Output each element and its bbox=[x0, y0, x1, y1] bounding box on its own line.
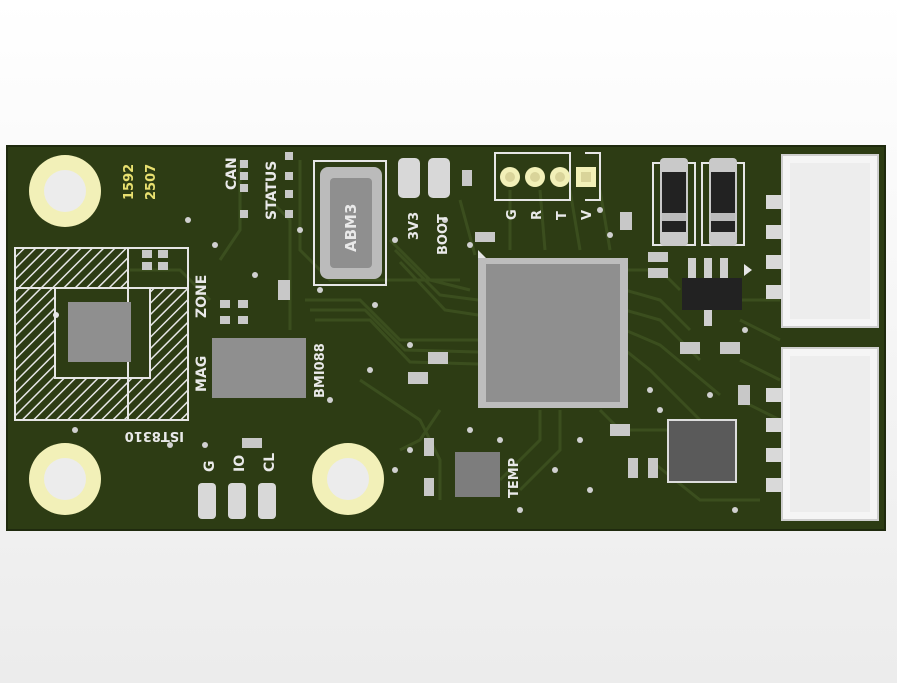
bmi088-chip bbox=[212, 338, 306, 398]
board-id-2: 2507 bbox=[144, 164, 159, 200]
pin-t-label: T bbox=[555, 211, 570, 220]
connector-bottom bbox=[766, 347, 879, 521]
diode-pair bbox=[652, 158, 745, 246]
v33-label: 3V3 bbox=[407, 212, 422, 240]
connector-top bbox=[766, 154, 879, 328]
passive-components bbox=[142, 152, 750, 496]
board-id-1: 1592 bbox=[122, 164, 137, 200]
ist8310-label: IST8310 bbox=[125, 428, 184, 443]
pin-g-label: G bbox=[505, 209, 520, 220]
zone-label: ZONE bbox=[194, 275, 210, 318]
qfn-chip bbox=[667, 419, 737, 483]
vias bbox=[72, 207, 748, 513]
mag-keepout-zone bbox=[14, 247, 189, 421]
uart-header bbox=[494, 152, 601, 201]
mounting-holes bbox=[29, 155, 384, 515]
mcu-chip bbox=[478, 250, 628, 408]
pin-v-label: V bbox=[580, 210, 595, 220]
abm3-label: ABM3 bbox=[342, 204, 360, 252]
temp-sensor-chip bbox=[455, 452, 500, 497]
abm3-crystal bbox=[313, 160, 387, 286]
solder-jumper-pads bbox=[398, 158, 450, 198]
pad-g-label: G bbox=[202, 461, 218, 473]
regulator-chip bbox=[682, 258, 752, 326]
boot-label: BOOT bbox=[436, 214, 451, 255]
bmi088-label: BMI088 bbox=[313, 343, 328, 398]
pin-r-label: R bbox=[530, 210, 545, 220]
ist8310-chip bbox=[68, 302, 131, 362]
temp-label: TEMP bbox=[507, 458, 522, 498]
status-label: STATUS bbox=[264, 161, 280, 220]
debug-pads bbox=[198, 483, 276, 519]
can-label: CAN bbox=[224, 157, 240, 190]
mag-label: MAG bbox=[194, 356, 210, 392]
pad-cl-label: CL bbox=[262, 453, 278, 472]
pad-io-label: IO bbox=[232, 455, 248, 472]
